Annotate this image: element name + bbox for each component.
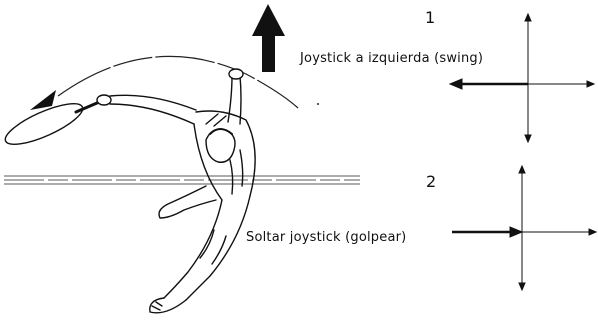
left-arrow-icon (450, 79, 462, 89)
court-lines (4, 176, 360, 184)
joystick-diagram-2 (452, 166, 596, 290)
step-caption-1: Joystick a izquierda (swing) (300, 51, 483, 66)
up-arrow-icon (252, 4, 285, 72)
step-caption-2: Soltar joystick (golpear) (246, 230, 406, 245)
swing-arc (30, 56, 319, 110)
step-number-2: 2 (426, 172, 436, 191)
swing-arrowhead-icon (30, 90, 56, 110)
step-number-1: 1 (425, 8, 435, 27)
right-arrow-icon (510, 227, 522, 237)
joystick-diagram-1 (450, 14, 594, 142)
